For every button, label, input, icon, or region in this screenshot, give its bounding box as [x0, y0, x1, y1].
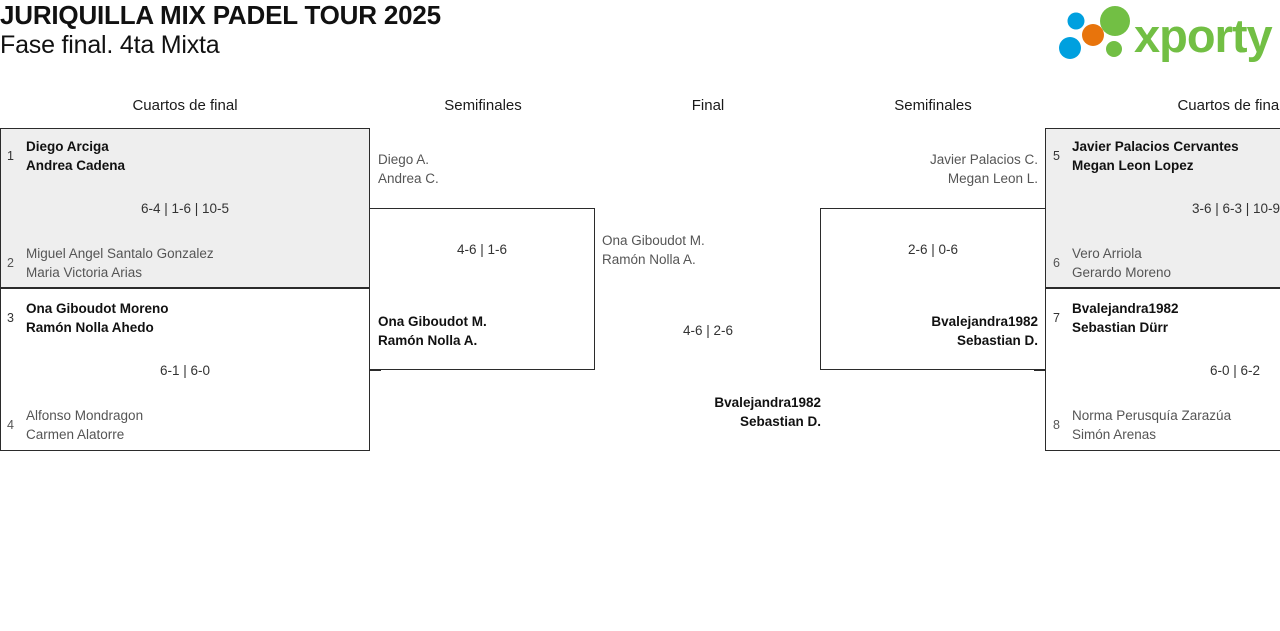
seed-number-4: 4 — [7, 418, 14, 432]
player-name: Miguel Angel Santalo Gonzalez — [26, 246, 214, 261]
team-final-right[interactable]: Bvalejandra1982 Sebastian D. — [591, 393, 821, 431]
round-header-sf-right: Semifinales — [894, 97, 972, 114]
round-header-final: Final — [691, 97, 725, 114]
player-name: Alfonso Mondragon — [26, 408, 144, 423]
score-qf4: 6-0 | 6-2 — [1209, 363, 1260, 378]
seed-number-3: 3 — [7, 311, 14, 325]
player-name: Ramón Nolla A. — [602, 252, 696, 267]
seed-number-5: 5 — [1053, 149, 1060, 163]
player-name: Bvalejandra1982 — [931, 314, 1038, 329]
team-sf-left-bottom[interactable]: Ona Giboudot M. Ramón Nolla A. — [378, 312, 487, 350]
logo-dot-green-small — [1106, 41, 1122, 57]
round-header-qf-left: Cuartos de final — [132, 97, 238, 114]
score-qf1: 6-4 | 1-6 | 10-5 — [140, 201, 230, 216]
connector-sf-right-to-qf4 — [1034, 370, 1046, 371]
team-final-left[interactable]: Ona Giboudot M. Ramón Nolla A. — [602, 231, 705, 269]
player-name: Ramón Nolla Ahedo — [26, 320, 154, 335]
player-name: Bvalejandra1982 — [714, 395, 821, 410]
match-box-qf3[interactable] — [1045, 128, 1280, 288]
match-box-qf1[interactable] — [0, 128, 370, 288]
seed-number-1: 1 — [7, 149, 14, 163]
team-qf2-top[interactable]: Ona Giboudot Moreno Ramón Nolla Ahedo — [26, 299, 168, 337]
player-name: Norma Perusquía Zarazúa — [1072, 408, 1232, 423]
logo-dot-blue-top — [1067, 12, 1085, 30]
match-box-qf4[interactable] — [1045, 288, 1280, 451]
player-name: Sebastian D. — [956, 333, 1038, 348]
player-name: Maria Victoria Arias — [26, 265, 143, 280]
logo-dot-blue-bottom — [1059, 37, 1081, 59]
seed-number-2: 2 — [7, 256, 14, 270]
connector-qf2-to-sf-left — [369, 370, 381, 371]
round-header-sf-left: Semifinales — [444, 97, 522, 114]
seed-number-8: 8 — [1053, 418, 1060, 432]
score-sf-left: 4-6 | 1-6 — [456, 242, 508, 257]
score-qf3: 3-6 | 6-3 | 10-9 — [1191, 201, 1280, 216]
connector-sf-right-to-qf3 — [1034, 208, 1046, 209]
player-name: Andrea Cadena — [26, 158, 126, 173]
player-name: Javier Palacios Cervantes — [1072, 139, 1239, 154]
team-sf-right-bottom[interactable]: Bvalejandra1982 Sebastian D. — [810, 312, 1038, 350]
round-header-qf-right: Cuartos de final — [1177, 97, 1280, 114]
logo-dot-green-large — [1100, 6, 1130, 36]
team-qf3-bottom[interactable]: Vero Arriola Gerardo Moreno — [1072, 244, 1171, 282]
player-name: Diego A. — [378, 152, 430, 167]
player-name: Andrea C. — [378, 171, 439, 186]
logo-wordmark: xporty — [1134, 9, 1273, 62]
match-box-sf-left[interactable] — [369, 208, 595, 370]
team-qf2-bottom[interactable]: Alfonso Mondragon Carmen Alatorre — [26, 406, 143, 444]
player-name: Gerardo Moreno — [1072, 265, 1172, 280]
seed-number-6: 6 — [1053, 256, 1060, 270]
score-final: 4-6 | 2-6 — [682, 323, 734, 338]
player-name: Diego Arciga — [26, 139, 109, 154]
player-name: Vero Arriola — [1072, 246, 1142, 261]
player-name: Ramón Nolla A. — [378, 333, 478, 348]
team-sf-right-top[interactable]: Javier Palacios C. Megan Leon L. — [810, 150, 1038, 188]
seed-number-7: 7 — [1053, 311, 1060, 325]
player-name: Ona Giboudot M. — [602, 233, 705, 248]
tournament-subtitle: Fase final. 4ta Mixta — [0, 31, 220, 59]
player-name: Ona Giboudot Moreno — [26, 301, 169, 316]
match-box-sf-right[interactable] — [820, 208, 1046, 370]
player-name: Megan Leon L. — [947, 171, 1038, 186]
team-qf3-top[interactable]: Javier Palacios Cervantes Megan Leon Lop… — [1072, 137, 1239, 175]
logo-dot-orange — [1082, 24, 1104, 46]
score-qf2: 6-1 | 6-0 — [159, 363, 211, 378]
player-name: Javier Palacios C. — [929, 152, 1038, 167]
player-name: Megan Leon Lopez — [1072, 158, 1194, 173]
player-name: Bvalejandra1982 — [1072, 301, 1179, 316]
tournament-title: JURIQUILLA MIX PADEL TOUR 2025 — [0, 0, 441, 30]
xporty-logo[interactable]: xporty — [1046, 4, 1276, 66]
team-qf1-bottom[interactable]: Miguel Angel Santalo Gonzalez Maria Vict… — [26, 244, 214, 282]
player-name: Ona Giboudot M. — [378, 314, 487, 329]
team-qf1-top[interactable]: Diego Arciga Andrea Cadena — [26, 137, 125, 175]
team-sf-left-top[interactable]: Diego A. Andrea C. — [378, 150, 439, 188]
player-name: Simón Arenas — [1072, 427, 1157, 442]
score-sf-right: 2-6 | 0-6 — [907, 242, 959, 257]
team-qf4-bottom[interactable]: Norma Perusquía Zarazúa Simón Arenas — [1072, 406, 1231, 444]
match-box-qf2[interactable] — [0, 288, 370, 451]
tournament-header: JURIQUILLA MIX PADEL TOUR 2025 Fase fina… — [0, 0, 900, 60]
team-qf4-top[interactable]: Bvalejandra1982 Sebastian Dürr — [1072, 299, 1179, 337]
player-name: Sebastian Dürr — [1072, 320, 1169, 335]
player-name: Carmen Alatorre — [26, 427, 125, 442]
player-name: Sebastian D. — [739, 414, 821, 429]
